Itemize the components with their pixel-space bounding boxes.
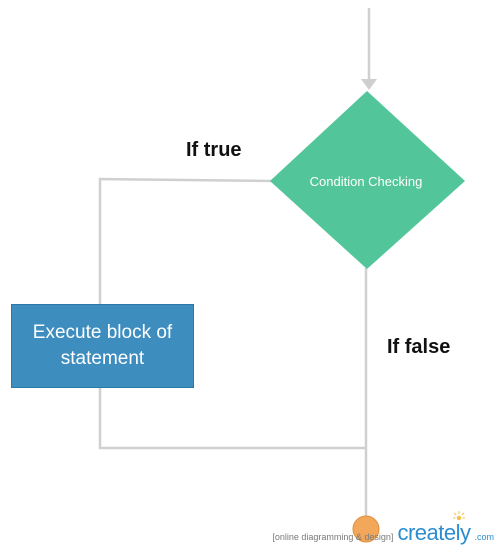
watermark-caption: [online diagramming & design] — [272, 532, 394, 542]
watermark-brand: creately — [397, 520, 471, 545]
loop-return-connector — [98, 388, 366, 450]
watermark-domain: .com — [474, 532, 494, 542]
decision-label: Condition Checking — [310, 174, 423, 189]
true-branch-connector — [98, 177, 273, 304]
end-node[interactable] — [352, 515, 380, 543]
decision-diamond[interactable] — [270, 91, 465, 269]
process-label: Execute block of statement — [32, 322, 173, 369]
false-branch-label: If false — [387, 336, 451, 358]
process-box[interactable]: Execute block of statement — [11, 304, 194, 388]
creately-watermark: [online diagramming & design] creately .… — [272, 511, 494, 546]
true-branch-label: If true — [186, 139, 242, 161]
lightbulb-icon — [453, 511, 465, 521]
entry-arrowhead — [361, 79, 377, 90]
